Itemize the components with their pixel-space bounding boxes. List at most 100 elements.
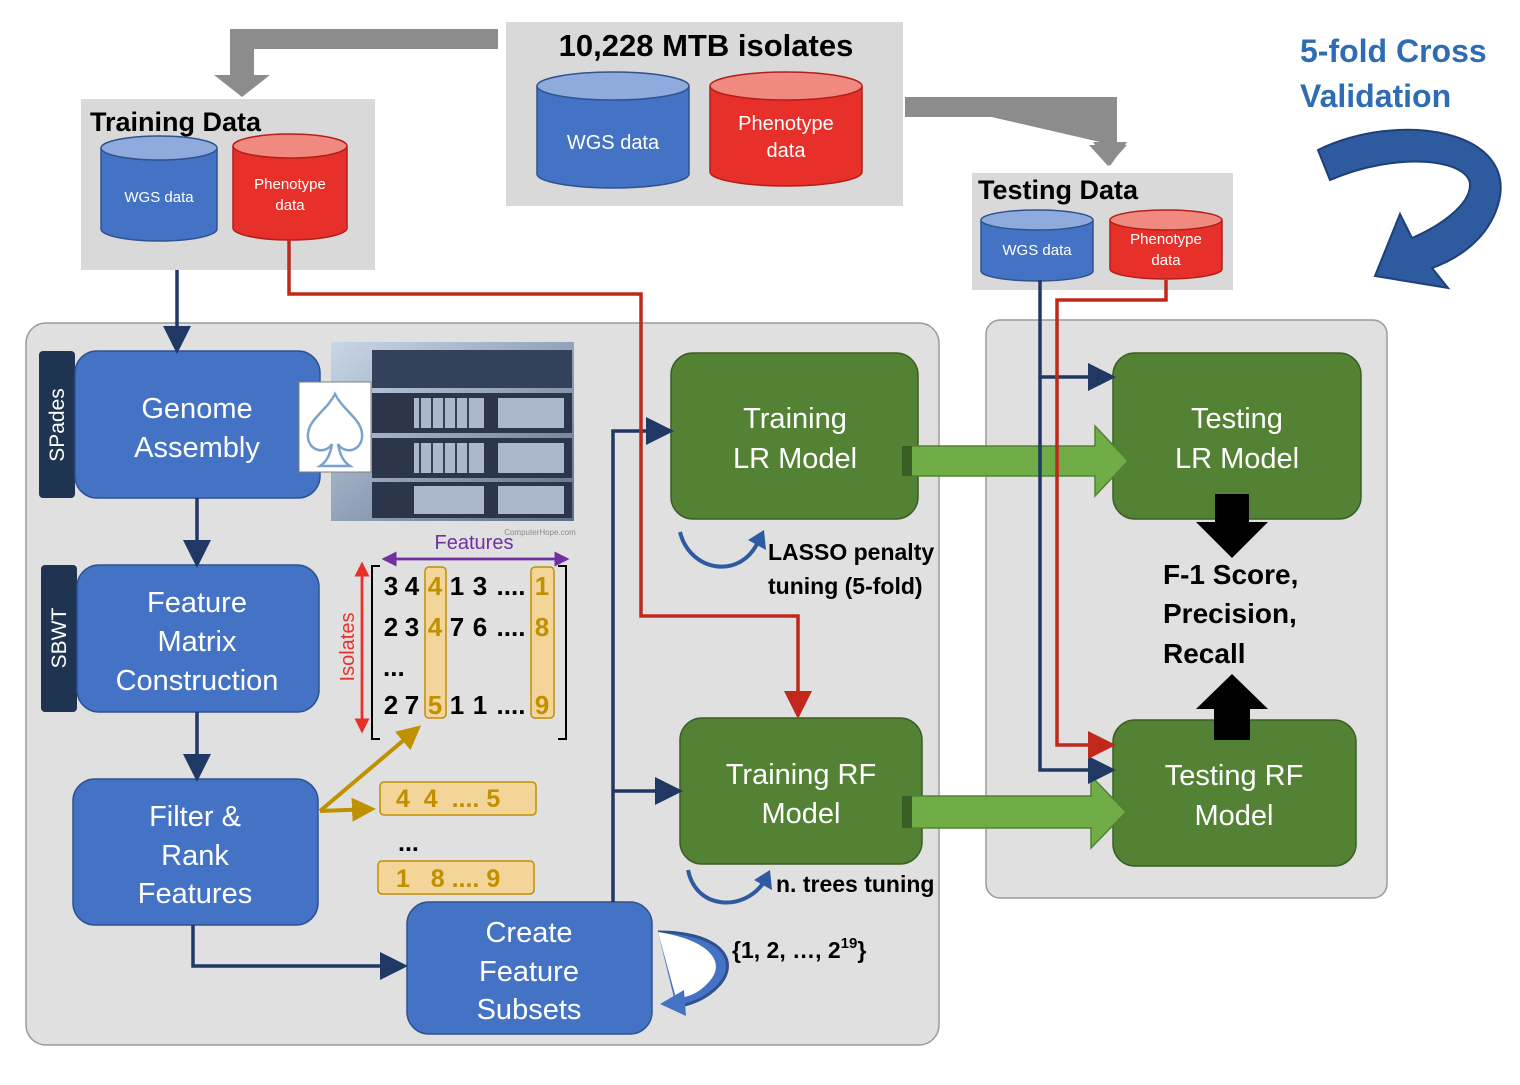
training-rf-box: Training RF Model (679, 717, 923, 865)
filter-rank-line-1: Filter & (149, 801, 241, 833)
testing-phenotype-label-2: data (1151, 252, 1181, 269)
filter-rank-line-3: Features (138, 878, 252, 910)
cell-r2-c5: 6 (473, 612, 487, 642)
testing-phenotype-cylinder: Phenotype data (1109, 209, 1223, 280)
cell-r2-c7: 8 (535, 612, 549, 642)
lasso-tuning-loop-icon (678, 530, 766, 569)
genome-assembly-box: Genome Assembly (74, 350, 321, 499)
testing-rf-line-1: Testing RF (1165, 760, 1304, 792)
testing-data-group: Testing Data WGS data Phenotype data (972, 173, 1233, 290)
matrix-left-bracket (371, 565, 380, 740)
subsets-range-base: {1, 2, …, 2 (732, 937, 841, 963)
training-phenotype-label-1: Phenotype (254, 176, 326, 193)
metrics-down-arrow (1196, 494, 1268, 558)
feature-matrix-line-1: Feature (147, 587, 247, 619)
lasso-tuning-line-2: tuning (5-fold) (768, 573, 923, 599)
training-wgs-label: WGS data (124, 189, 194, 206)
subsets-range-close: } (857, 937, 866, 963)
matrix-highlight-col-2 (530, 566, 555, 719)
sbwt-label: SBWT (48, 608, 71, 669)
server-rack-image: ComputerHope.com (331, 342, 576, 537)
genome-assembly-line-1: Genome (141, 393, 252, 425)
testing-data-title: Testing Data (978, 175, 1139, 205)
cell-r1-c3: 4 (428, 571, 443, 601)
source-title: 10,228 MTB isolates (559, 28, 854, 63)
selected-feature-chip-2-text: 1 8 .... 9 (396, 865, 500, 893)
cell-r2-c4: 7 (450, 612, 464, 642)
testing-rf-line-2: Model (1195, 800, 1274, 832)
trees-tuning-label: n. trees tuning (776, 871, 934, 897)
lr-transfer-arrow-tail (902, 446, 912, 476)
matrix-right-bracket (558, 565, 567, 740)
training-data-group: Training Data WGS data Phenotype data (81, 99, 375, 270)
cell-r2-c6: .... (497, 612, 526, 642)
spades-tab (39, 351, 75, 498)
feature-matrix: Features Isolates 3 4 4 1 3 .... 1 2 3 4… (337, 532, 570, 740)
cell-r4-c6: .... (497, 690, 526, 720)
testing-wgs-cylinder: WGS data (980, 209, 1094, 282)
source-phenotype-label-1: Phenotype (738, 113, 834, 135)
cell-r4-c2: 7 (405, 690, 419, 720)
source-phenotype-label-2: data (767, 140, 807, 162)
cell-r1-c4: 1 (450, 571, 464, 601)
metrics-up-arrow (1196, 674, 1268, 740)
rf-transfer-arrow (901, 774, 1128, 850)
arrow-test-phenotype-to-testing-rf (1055, 280, 1168, 759)
spades-label: SPades (46, 388, 69, 462)
navy-connectors (163, 270, 1116, 980)
cell-r1-c2: 4 (405, 571, 420, 601)
subsets-range-exponent: 19 (841, 935, 858, 952)
testing-lr-box: Testing LR Model (1112, 352, 1362, 520)
arrow-test-wgs-to-testing-rf (1038, 377, 1116, 784)
cell-r2-c2: 3 (405, 612, 419, 642)
training-rf-line-1: Training RF (726, 759, 876, 791)
cell-r1-c5: 3 (473, 571, 487, 601)
selected-feature-ellipsis: ... (398, 829, 419, 857)
metrics-line-2: Precision, (1163, 598, 1297, 629)
features-axis-label: Features (435, 532, 514, 554)
cell-r2-c3: 4 (428, 612, 443, 642)
split-arrow-left (214, 29, 498, 97)
metrics-line-3: Recall (1163, 638, 1246, 669)
matrix-cells: 3 4 4 1 3 .... 1 2 3 4 7 6 .... 8 ... 2 … (383, 571, 549, 720)
training-lr-line-1: Training (743, 403, 847, 435)
subsets-loop-icon (657, 930, 729, 1016)
training-lr-line-2: LR Model (733, 443, 857, 475)
lr-transfer-arrow (901, 424, 1130, 498)
cv-label-2: Validation (1300, 78, 1451, 114)
feature-matrix-line-3: Construction (116, 665, 279, 697)
training-rf-line-2: Model (762, 798, 841, 830)
gold-selection-arrows (318, 725, 422, 822)
feature-matrix-line-2: Matrix (158, 626, 237, 658)
source-data-group: 10,228 MTB isolates WGS data Phenotype d… (506, 22, 903, 206)
create-subsets-box: Create Feature Subsets (406, 901, 653, 1035)
testing-lr-line-1: Testing (1191, 403, 1283, 435)
cell-r4-c7: 9 (535, 690, 549, 720)
cell-r4-c5: 1 (473, 690, 487, 720)
cell-r4-c4: 1 (450, 690, 464, 720)
selected-feature-chip-2: 1 8 .... 9 (377, 860, 535, 895)
server-watermark: ComputerHope.com (504, 528, 576, 537)
subsets-range-label: {1, 2, …, 219} (732, 935, 866, 963)
cell-r2-c1: 2 (384, 612, 398, 642)
testing-rf-box: Testing RF Model (1112, 719, 1357, 867)
trees-tuning-loop-icon (686, 869, 772, 905)
spades-logo-icon (298, 381, 372, 473)
create-subsets-line-3: Subsets (477, 994, 582, 1026)
source-wgs-label: WGS data (567, 132, 660, 154)
training-phenotype-label-2: data (275, 197, 305, 214)
testing-phenotype-label-1: Phenotype (1130, 231, 1202, 248)
training-data-title: Training Data (90, 107, 262, 137)
arrow-subsets-to-training-lr (611, 417, 674, 902)
red-connectors (287, 240, 1168, 759)
source-phenotype-cylinder: Phenotype data (709, 71, 863, 187)
training-phenotype-cylinder: Phenotype data (232, 133, 348, 241)
rf-transfer-arrow-tail (902, 796, 912, 828)
isolates-axis-label: Isolates (337, 613, 359, 682)
cv-label-1: 5-fold Cross (1300, 33, 1487, 69)
training-wgs-cylinder: WGS data (100, 135, 218, 242)
cell-r4-c1: 2 (384, 690, 398, 720)
feature-matrix-box: Feature Matrix Construction (76, 564, 320, 713)
cv-cycle-arrow-icon (1316, 128, 1502, 290)
